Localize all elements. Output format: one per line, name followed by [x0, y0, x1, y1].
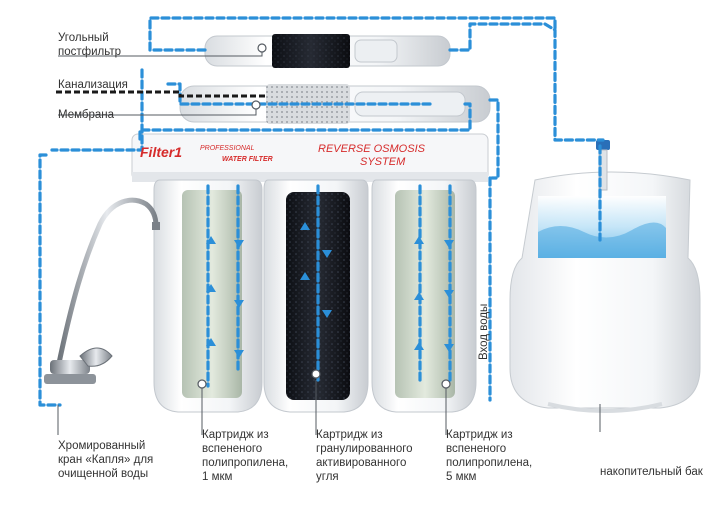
- drain-line: [56, 90, 266, 98]
- water-inlet-label: Вход воды: [478, 304, 490, 360]
- filter-header-bracket: [131, 133, 489, 182]
- brand-line-2: WATER FILTER: [222, 156, 273, 163]
- cartridge-1-label: Картридж из вспененого полипропилена, 1 …: [202, 429, 289, 483]
- prefilter-housing-3: [371, 179, 477, 413]
- faucet-label: Хромированный кран «Капля» для очищенной…: [58, 440, 154, 480]
- carbon-post-filter: [204, 34, 451, 68]
- storage-tank-label: накопительный бак: [600, 466, 703, 478]
- storage-tank: [509, 140, 701, 413]
- brand-line-4: SYSTEM: [360, 156, 406, 168]
- flow-arrows: [206, 222, 454, 358]
- cartridge-2-label: Картридж из гранулированного активирован…: [316, 429, 413, 483]
- brand-logo: Filter1: [140, 144, 182, 160]
- flow-lines: [38, 16, 605, 407]
- brand-line-1: PROFESSIONAL: [200, 145, 255, 152]
- post-filter-label: Угольный постфильтр: [58, 32, 121, 58]
- membrane-label: Мембрана: [58, 109, 115, 121]
- callout-dots: [197, 43, 451, 389]
- prefilter-housing-1: [153, 179, 263, 413]
- brand-line-3: REVERSE OSMOSIS: [318, 143, 426, 155]
- faucet: [44, 197, 160, 384]
- drain-label: Канализация: [58, 79, 128, 91]
- cartridge-3-label: Картридж из вспененого полипропилена, 5 …: [446, 429, 533, 483]
